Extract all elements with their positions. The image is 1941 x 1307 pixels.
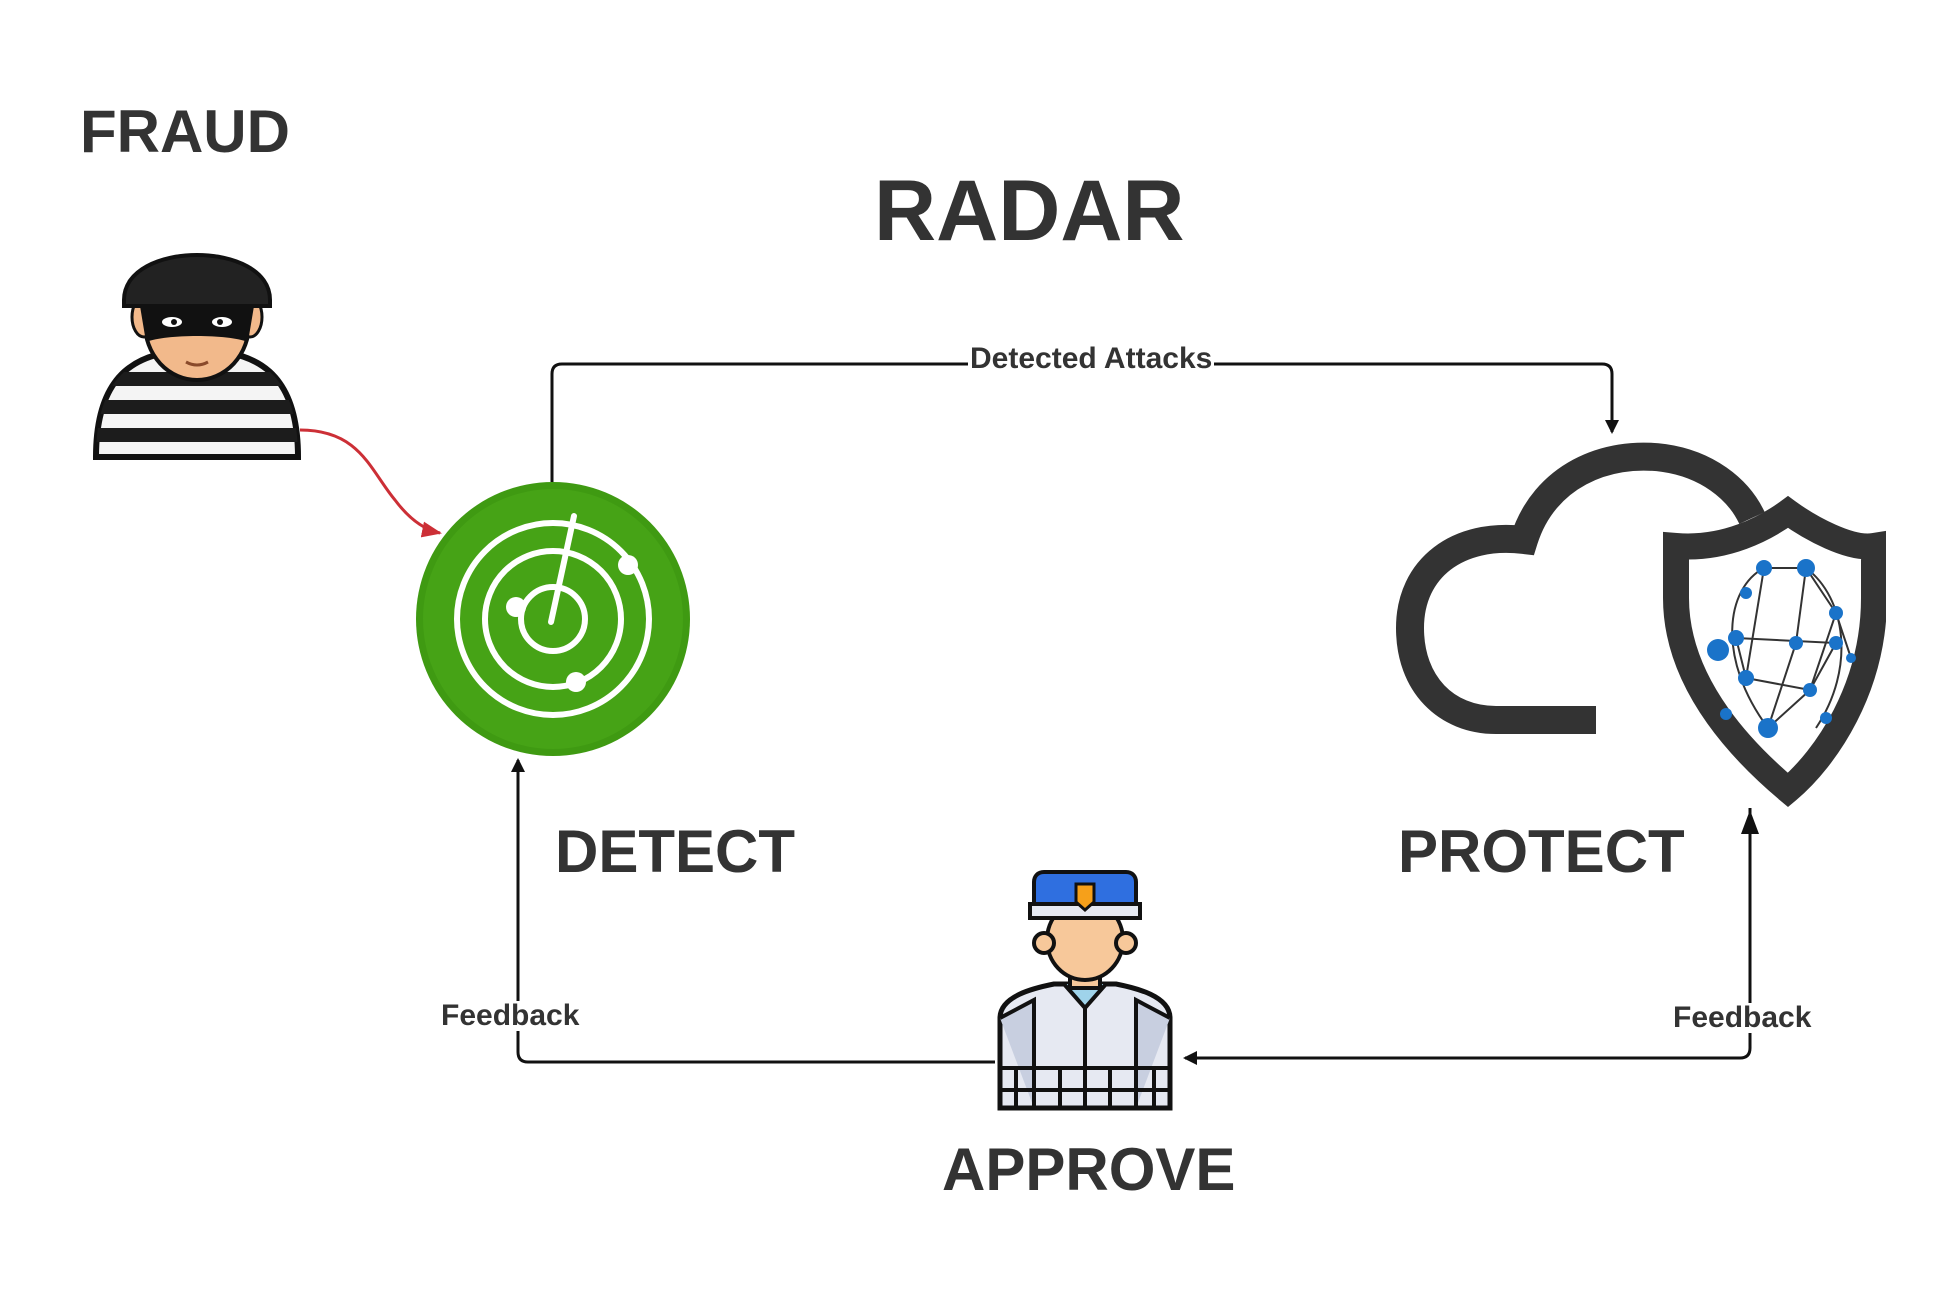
detect-label: DETECT <box>555 818 795 885</box>
protect-feedback-arrowhead <box>1741 810 1759 834</box>
edge-approve-to-detect <box>511 758 995 1064</box>
protect-label: PROTECT <box>1398 818 1685 885</box>
edge-fraud-to-detect <box>299 428 442 538</box>
officer-icon[interactable] <box>994 868 1176 1112</box>
edge-protect-to-approve <box>1183 808 1752 1065</box>
approve-label: APPROVE <box>942 1136 1236 1203</box>
thief-icon <box>88 222 306 472</box>
edge-label-feedback-left: Feedback <box>439 999 582 1032</box>
radar-icon[interactable] <box>416 482 690 756</box>
fraud-label: FRAUD <box>80 98 290 165</box>
diagram-title: RADAR <box>874 163 1185 259</box>
cloud-shield-icon[interactable] <box>1395 428 1887 810</box>
edge-label-detected-attacks: Detected Attacks <box>968 342 1215 375</box>
edge-label-feedback-right: Feedback <box>1671 1001 1814 1034</box>
